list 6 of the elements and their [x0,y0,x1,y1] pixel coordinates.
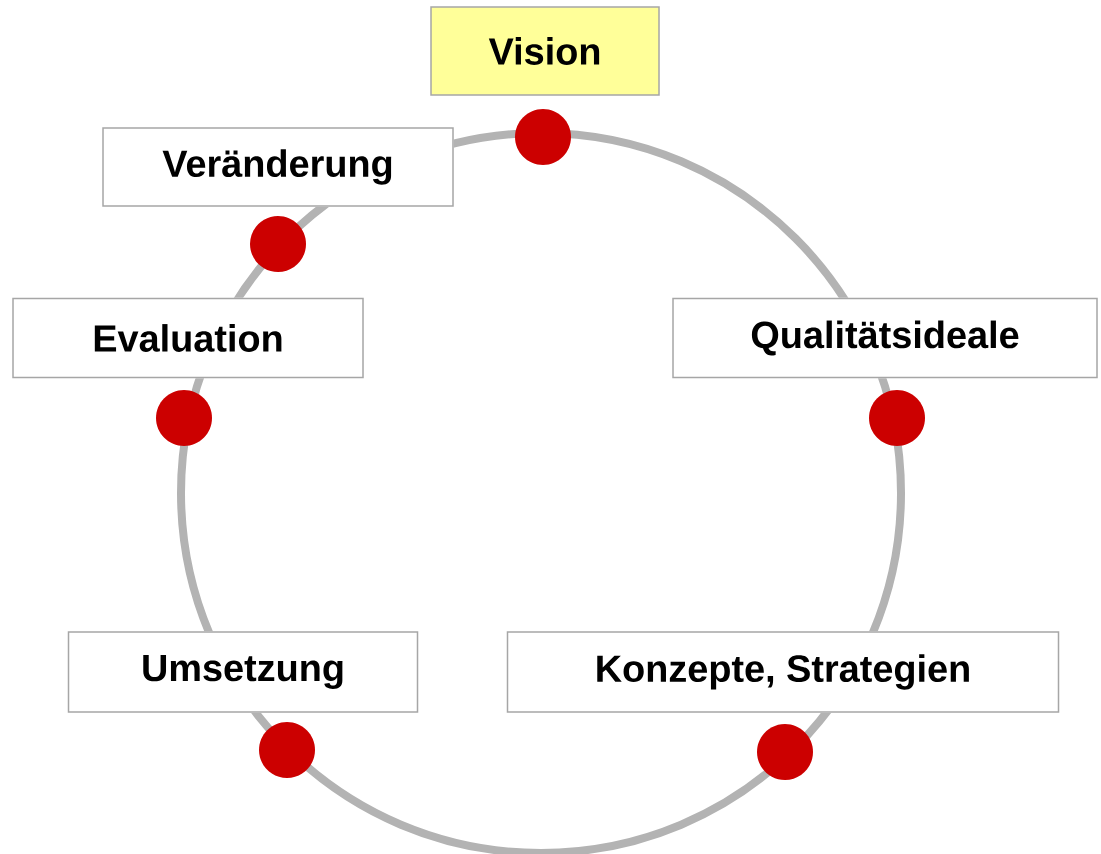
label-box: Vision [430,6,660,96]
label-box: Konzepte, Strategien [506,631,1060,713]
label-box: Umsetzung [67,631,419,713]
label-box: Veränderung [102,127,454,207]
label-box: Qualitätsideale [672,297,1098,379]
label-box: Evaluation [12,297,364,379]
